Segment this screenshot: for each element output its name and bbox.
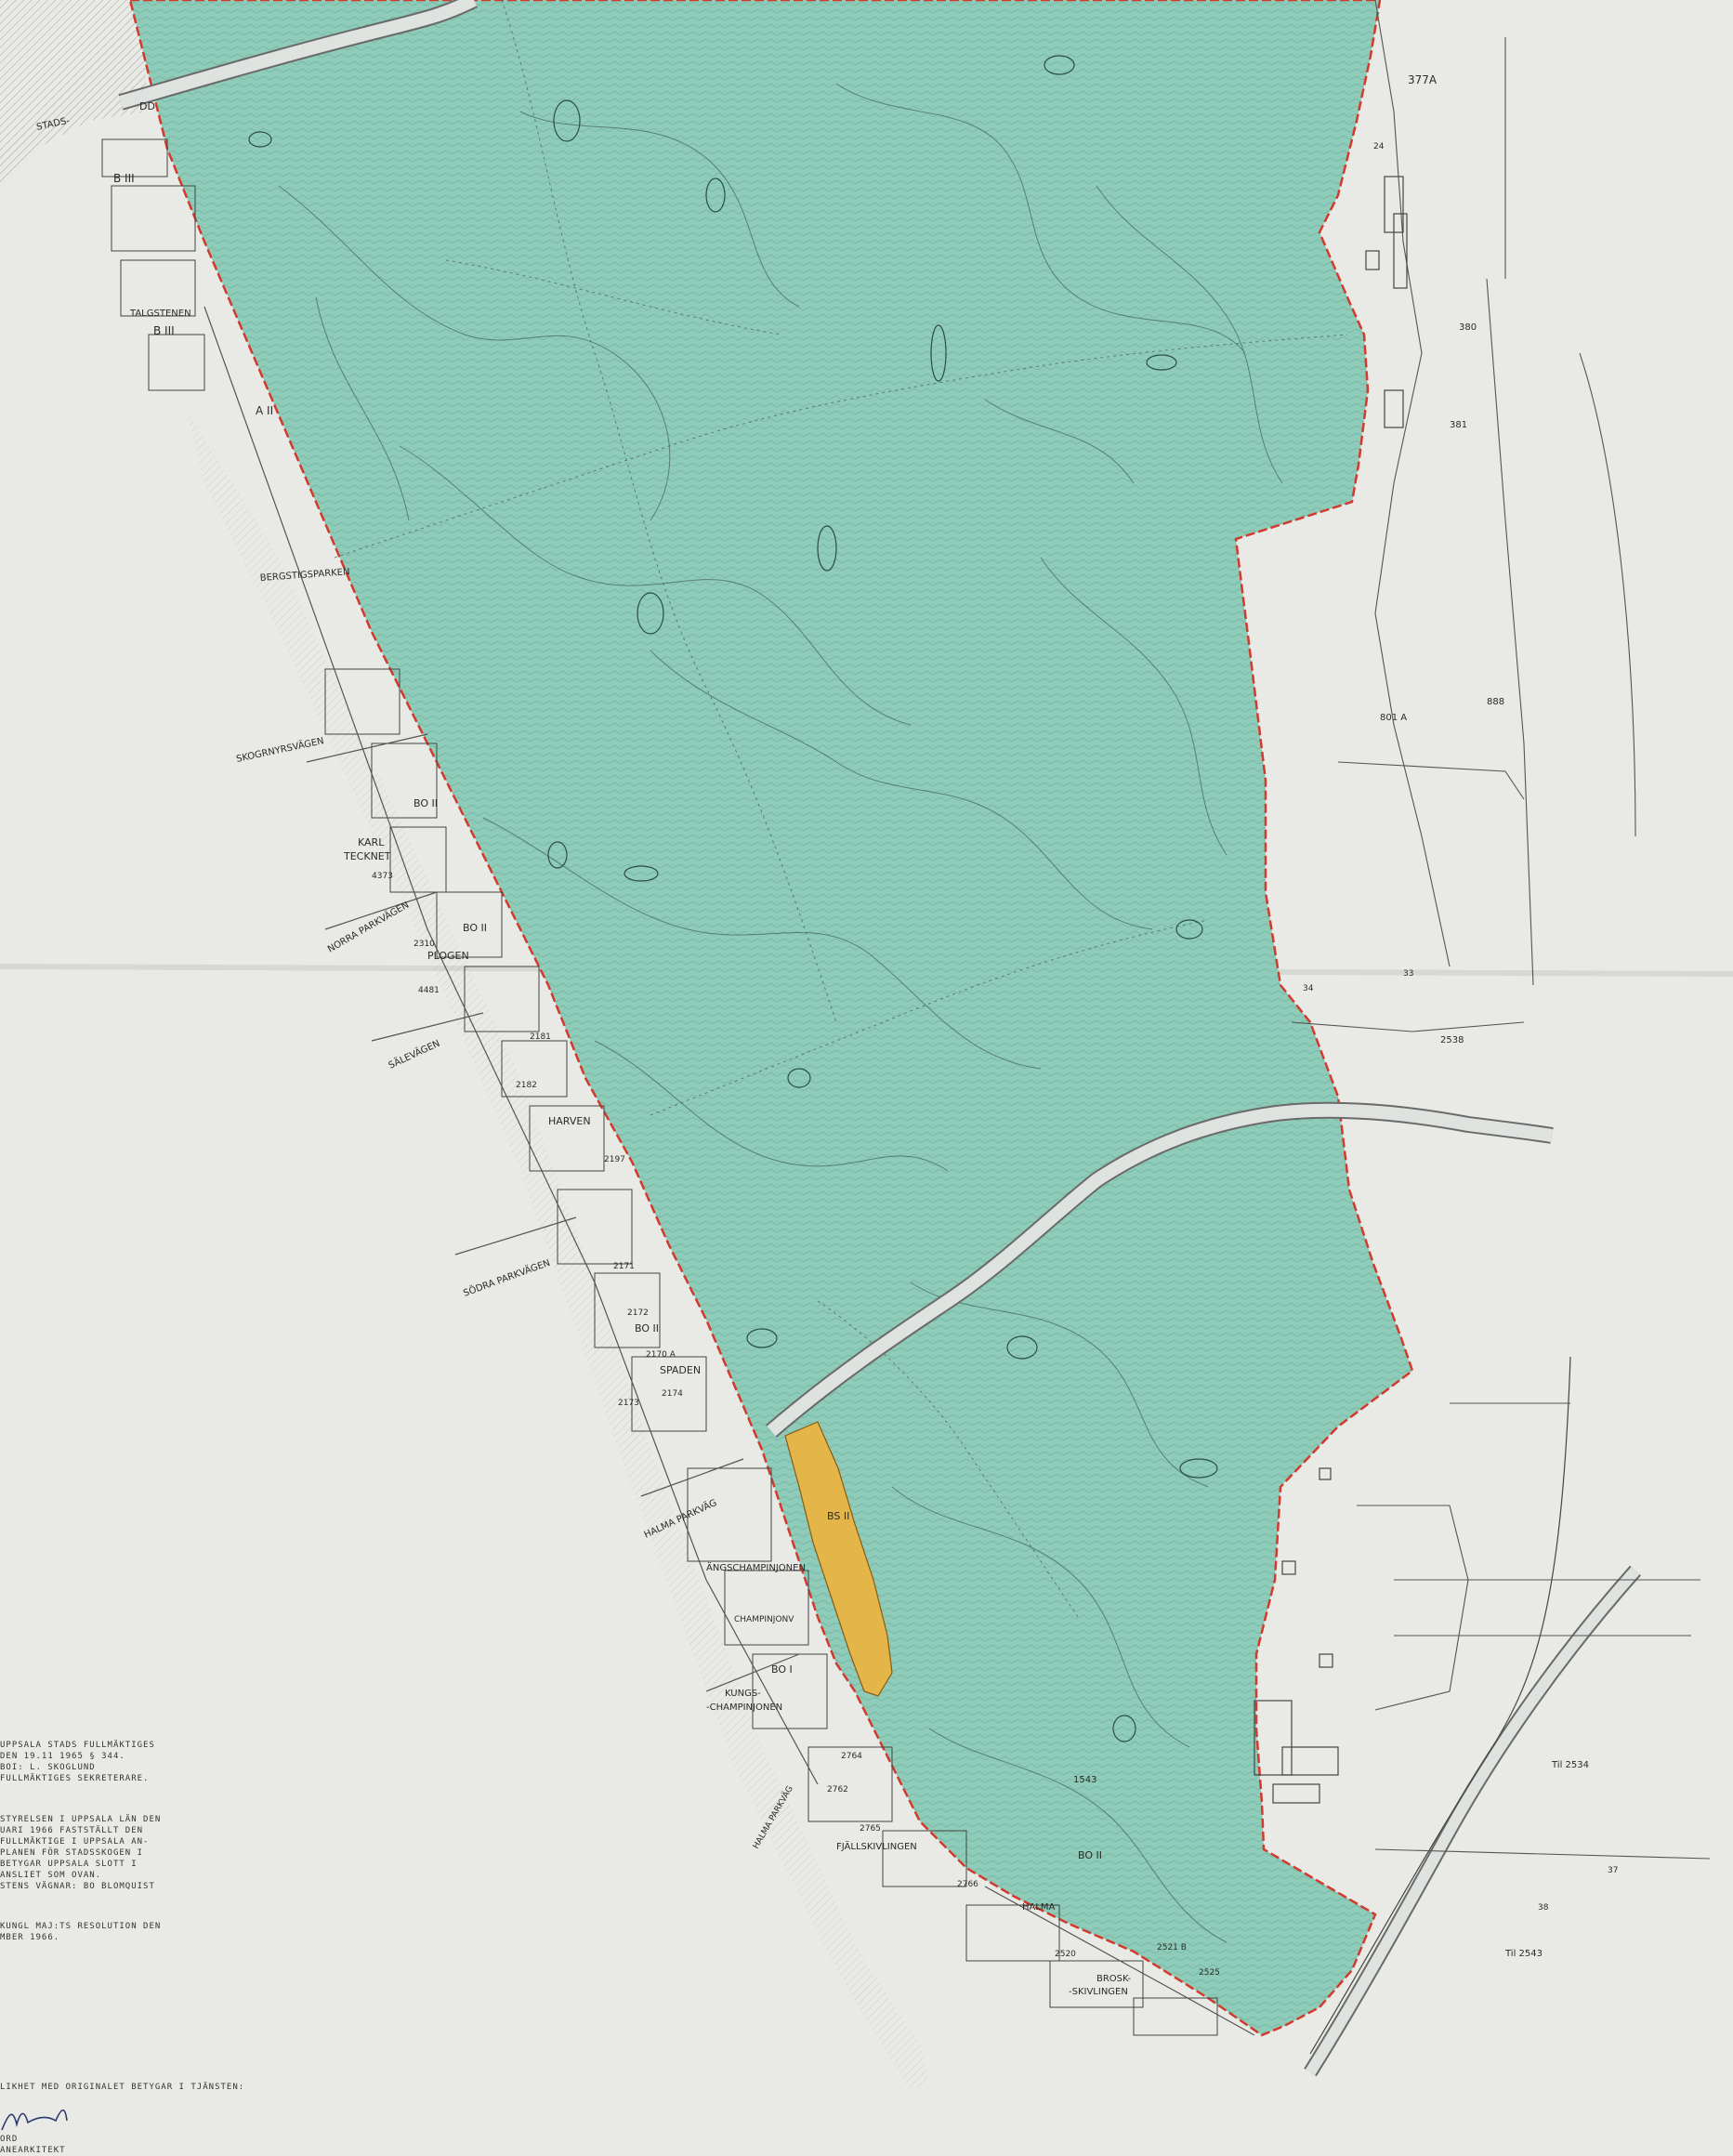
parcel-2172: 2172 xyxy=(627,1308,649,1318)
street-label-angschampinjonen: ÄNGSCHAMPINJONEN xyxy=(706,1561,806,1573)
approval-note-line: FULLMÄKTIGES SEKRETERARE. xyxy=(0,1774,150,1783)
parcel-2762: 2762 xyxy=(827,1785,848,1794)
approval-note-line: STENS VÄGNAR: BO BLOMQUIST xyxy=(0,1882,155,1891)
parcel-2764: 2764 xyxy=(841,1752,862,1761)
approval-note-line: UARI 1966 FASTSTÄLLT DEN xyxy=(0,1826,144,1835)
approval-note-line: STYRELSEN I UPPSALA LÄN DEN xyxy=(0,1815,162,1824)
zone-dd: DD xyxy=(139,100,155,112)
street-label-skivlingen: -SKIVLINGEN xyxy=(1069,1987,1128,1997)
parcel-37: 37 xyxy=(1608,1866,1618,1875)
parcel-2538: 2538 xyxy=(1440,1035,1464,1045)
street-label-champinjonv: CHAMPINJONV xyxy=(734,1615,794,1624)
approval-note-line: BETYGAR UPPSALA SLOTT I xyxy=(0,1860,138,1869)
parcel-34: 34 xyxy=(1303,984,1314,993)
approval-note-city-council: UPPSALA STADS FULLMÄKTIGES DEN 19.11 196… xyxy=(0,1740,155,1784)
street-label-tecknet: TECKNET xyxy=(343,850,391,862)
parcel-2197: 2197 xyxy=(604,1155,625,1164)
approval-note-line: DEN 19.11 1965 § 344. xyxy=(0,1752,125,1761)
west-streets xyxy=(203,306,1255,2036)
zone-bo2-b: BO II xyxy=(463,922,487,934)
parcel-2170a: 2170 A xyxy=(646,1350,676,1360)
parcel-2521b: 2521 B xyxy=(1157,1943,1187,1952)
zone-bs2: BS II xyxy=(827,1510,849,1522)
west-blocks xyxy=(101,138,1218,2036)
zone-a2: A II xyxy=(256,404,273,417)
zone-bo2-d: BO II xyxy=(1078,1849,1102,1861)
street-label-harven: HARVEN xyxy=(548,1115,591,1127)
approval-note-line: MBER 1966. xyxy=(0,1933,60,1942)
street-label-talgstenen: TALGSTENEN xyxy=(129,309,191,319)
parcel-2520: 2520 xyxy=(1055,1950,1076,1959)
certification-note: LIKHET MED ORIGINALET BETYGAR I TJÄNSTEN… xyxy=(0,2083,245,2092)
buildings xyxy=(1254,176,1408,1804)
parcel-2174: 2174 xyxy=(662,1389,683,1399)
parcel-801a: 801 A xyxy=(1380,713,1407,723)
zone-b3-b: B III xyxy=(153,324,175,337)
parcel-888: 888 xyxy=(1487,697,1504,707)
parcel-1543: 1543 xyxy=(1073,1775,1096,1785)
parcel-2173: 2173 xyxy=(618,1399,639,1408)
zone-bo1: BO I xyxy=(771,1663,793,1676)
roads xyxy=(118,0,1641,2077)
parcel-381: 381 xyxy=(1450,420,1467,430)
approval-note-line: UPPSALA STADS FULLMÄKTIGES xyxy=(0,1741,155,1750)
parcel-2525: 2525 xyxy=(1199,1968,1220,1978)
approval-note-line: BOI: L. SKOGLUND xyxy=(0,1763,96,1772)
street-label-brosk: BROSK- xyxy=(1096,1974,1132,1984)
approval-note-line: PLANEN FÖR STADSSKOGEN I xyxy=(0,1848,144,1858)
approval-note-royal-resolution: KUNGL MAJ:TS RESOLUTION DEN MBER 1966. xyxy=(0,1921,161,1943)
approval-note-line: ANSLIET SOM OVAN. xyxy=(0,1871,102,1880)
parcel-2765: 2765 xyxy=(860,1824,881,1834)
street-label-karl: KARL xyxy=(358,836,385,848)
forest-paths xyxy=(334,0,1348,1618)
forest-area xyxy=(128,0,1414,2037)
street-label-spaden: SPADEN xyxy=(660,1364,701,1376)
street-label-kungs-champinjonen: -CHAMPINJONEN xyxy=(706,1702,782,1713)
contour-lines xyxy=(278,83,1283,1943)
parcel-2181: 2181 xyxy=(530,1032,551,1042)
parcel-2310: 2310 xyxy=(414,940,435,949)
slope-hatching xyxy=(0,0,149,186)
parcel-380: 380 xyxy=(1459,322,1477,333)
parcel-2171: 2171 xyxy=(613,1262,635,1271)
parcel-2182: 2182 xyxy=(516,1081,537,1090)
signature-title: ORD ANEARKITEKT xyxy=(0,2134,66,2156)
signature xyxy=(1,2109,68,2131)
street-label-halma: HALMA xyxy=(1022,1902,1056,1913)
approval-note-line: KUNGL MAJ:TS RESOLUTION DEN xyxy=(0,1922,162,1931)
parcel-2543: Til 2543 xyxy=(1504,1949,1543,1959)
street-label-plogen: PLOGEN xyxy=(427,950,469,962)
approval-note-line: FULLMÄKTIGE I UPPSALA AN- xyxy=(0,1837,150,1847)
parcel-24: 24 xyxy=(1373,142,1385,151)
signature-title-line: ANEARKITEKT xyxy=(0,2146,66,2155)
approval-note-county-board: STYRELSEN I UPPSALA LÄN DEN UARI 1966 FA… xyxy=(0,1814,161,1892)
zone-b3-a: B III xyxy=(113,172,135,185)
parcel-33: 33 xyxy=(1403,969,1413,979)
parcel-4373: 4373 xyxy=(372,872,393,881)
parcel-38: 38 xyxy=(1538,1903,1549,1913)
parcel-4481: 4481 xyxy=(418,986,440,995)
signature-title-line: ORD xyxy=(0,2135,19,2144)
zone-bo2-c: BO II xyxy=(635,1322,659,1334)
street-label-fjallskivlingen: FJÄLLSKIVLINGEN xyxy=(836,1840,917,1852)
terrain-marks xyxy=(248,55,1218,1742)
street-label-kungs: KUNGS- xyxy=(725,1689,761,1699)
east-parcels xyxy=(1291,0,1711,1860)
detail-plan-area xyxy=(784,1421,893,1697)
zone-bo2-a: BO II xyxy=(414,797,438,809)
parcel-2534: Til 2534 xyxy=(1551,1760,1589,1770)
parcel-377a: 377A xyxy=(1408,73,1438,86)
parcel-2766: 2766 xyxy=(957,1880,978,1889)
